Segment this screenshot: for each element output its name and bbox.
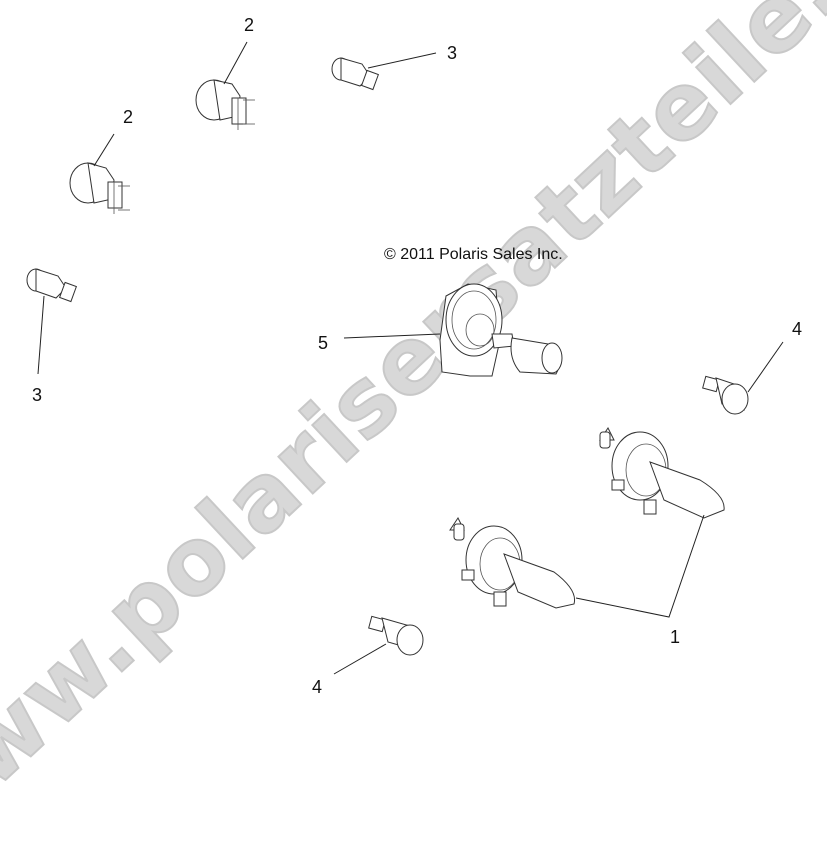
leader-line (223, 41, 248, 85)
callout-4: 4 (312, 677, 323, 697)
leader-line (333, 643, 387, 675)
halogen-headlight-bulb-icon[interactable] (599, 427, 725, 519)
leader-line (93, 133, 115, 167)
wedge-bulb-large-icon[interactable] (195, 79, 255, 130)
callout-1: 1 (670, 627, 681, 647)
miniature-wedge-bulb-icon[interactable] (702, 375, 749, 415)
callout-2: 2 (244, 15, 255, 35)
wedge-bulb-large-icon[interactable] (69, 162, 130, 214)
leader-line (367, 52, 437, 69)
callout-2: 2 (123, 107, 134, 127)
leader-line (37, 295, 45, 375)
copyright-notice: © 2011 Polaris Sales Inc. (384, 246, 563, 263)
halogen-headlight-bulb-icon[interactable] (449, 517, 576, 609)
leader-line (575, 514, 705, 618)
angled-halogen-bulb-icon[interactable] (439, 283, 563, 377)
callout-5: 5 (318, 333, 329, 353)
callout-3: 3 (32, 385, 43, 405)
diagram-drawing (26, 41, 784, 675)
wedge-bulb-small-icon[interactable] (26, 268, 78, 303)
wedge-bulb-small-icon[interactable] (331, 57, 380, 91)
leader-line (343, 333, 441, 339)
miniature-wedge-bulb-icon[interactable] (368, 615, 424, 656)
callout-4: 4 (792, 319, 803, 339)
leader-line (747, 341, 784, 393)
callout-3: 3 (447, 43, 458, 63)
